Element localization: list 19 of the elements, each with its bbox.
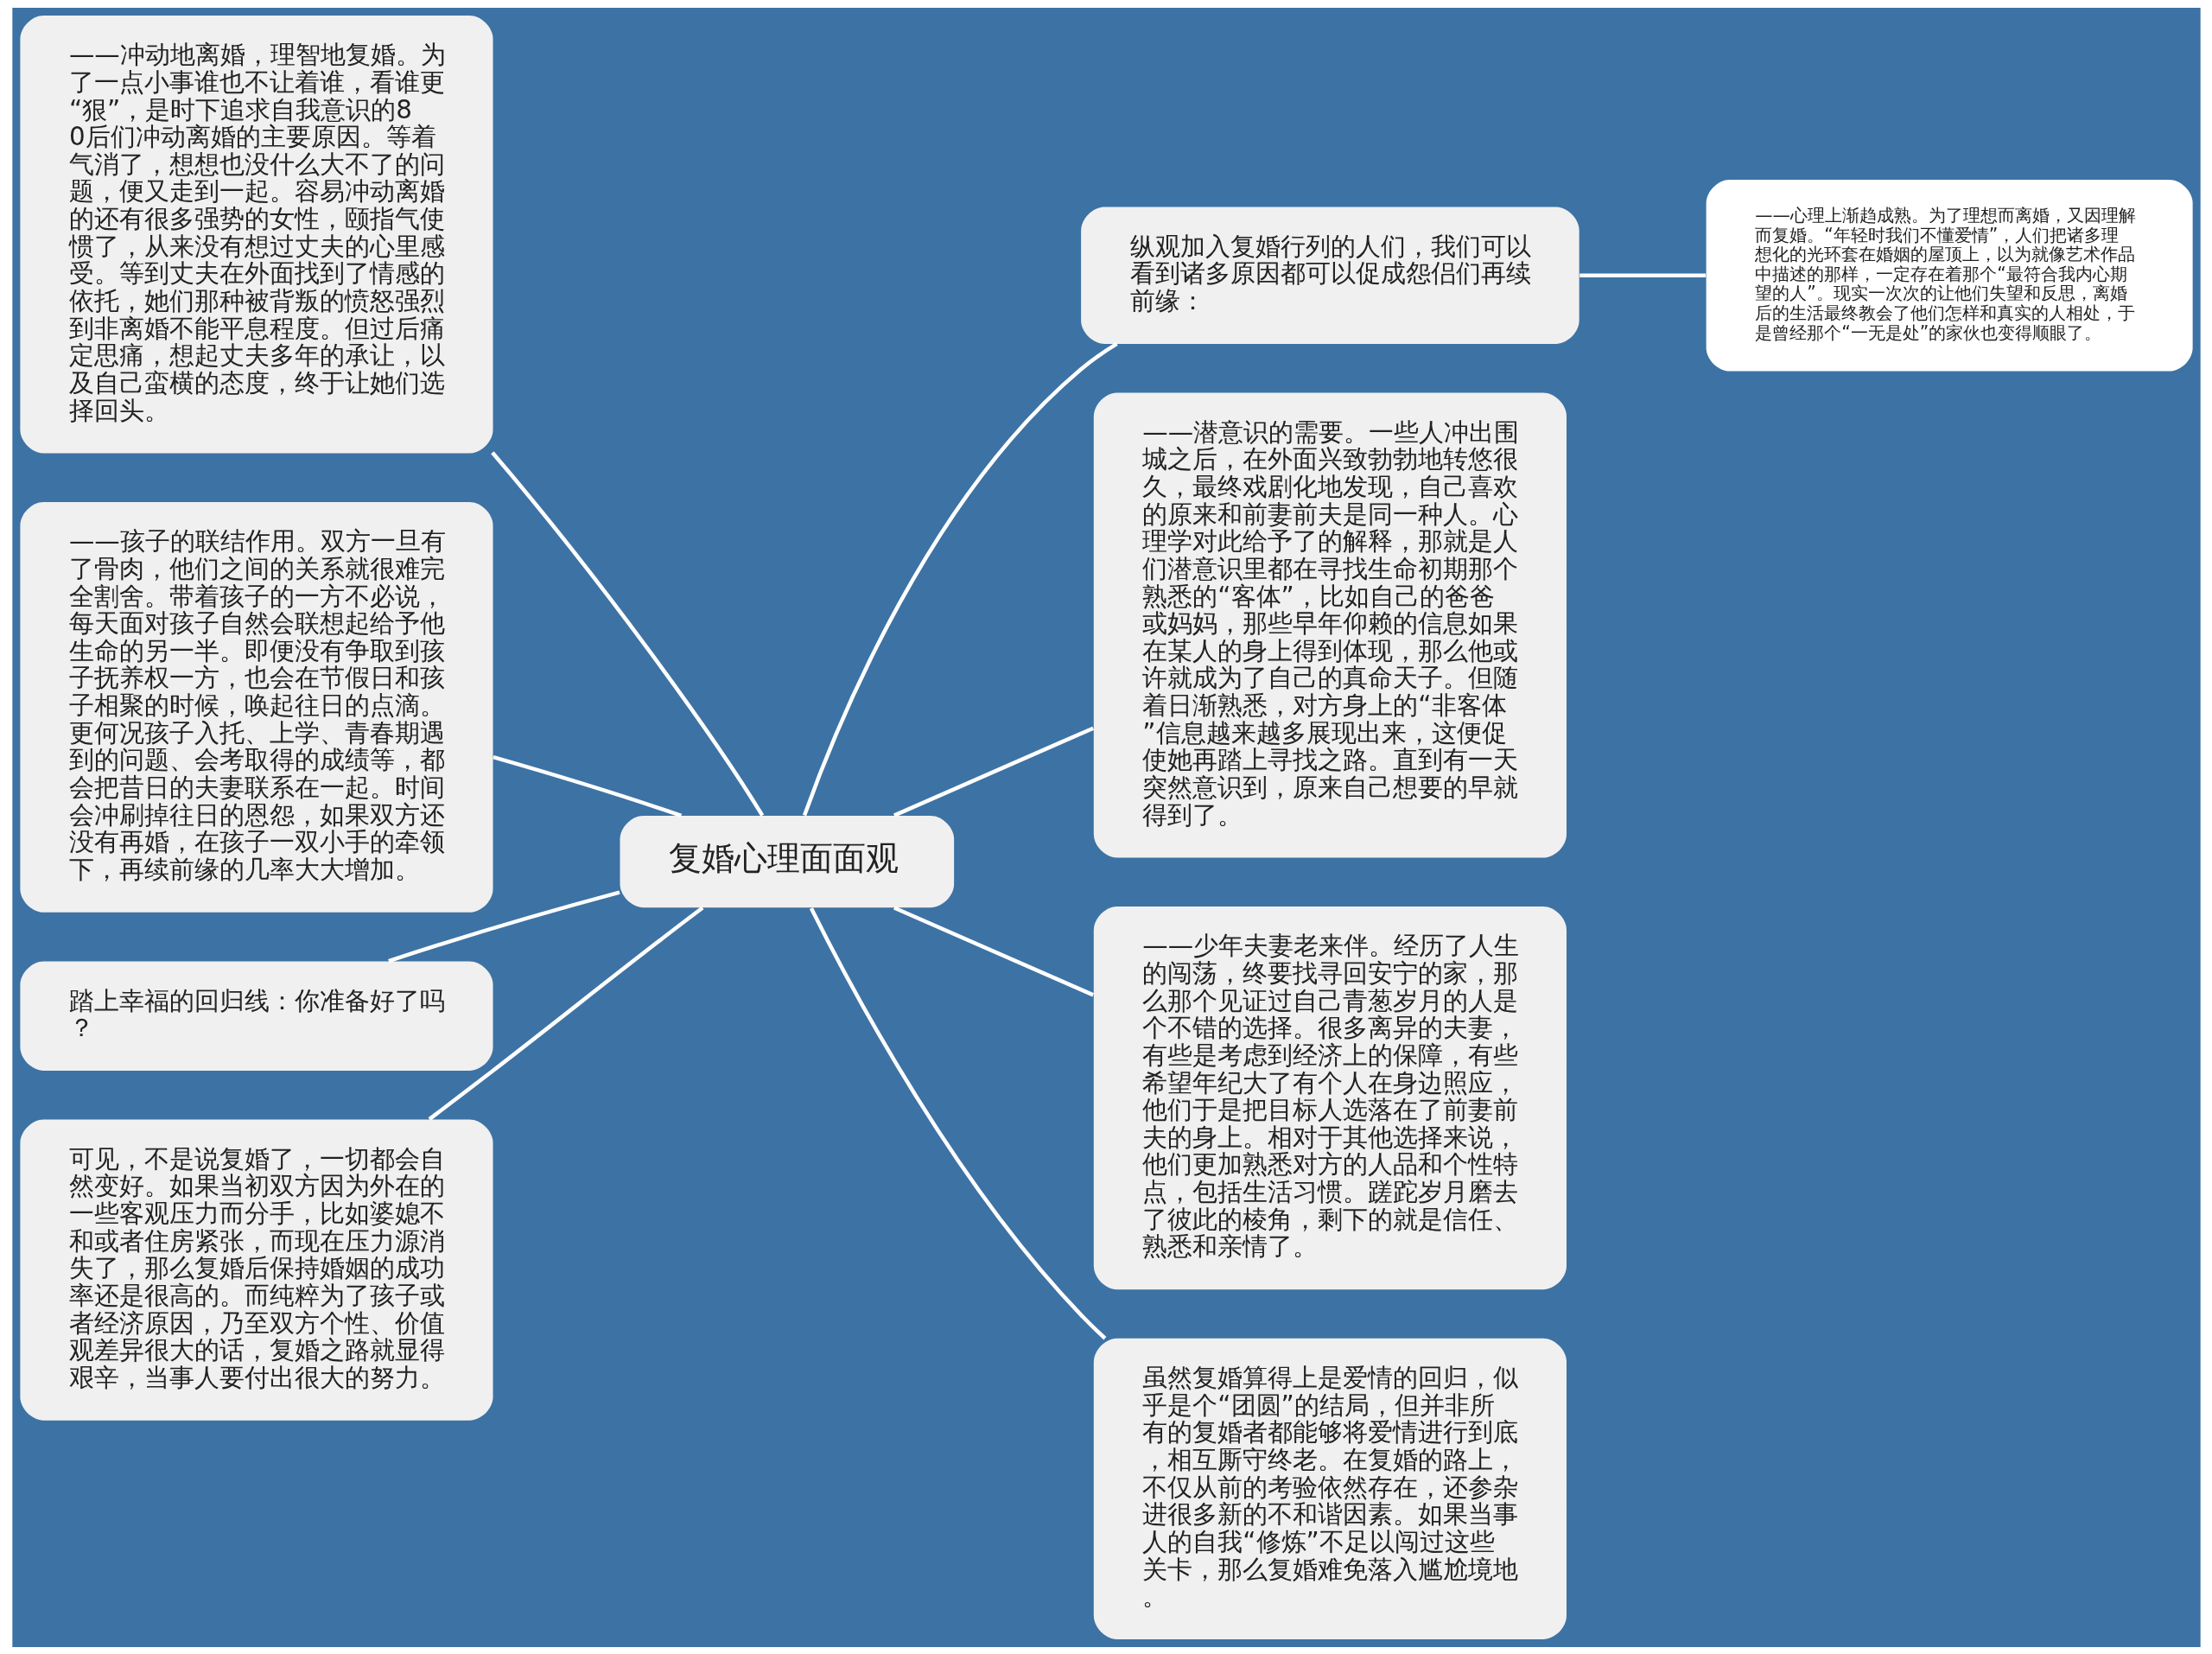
node-box: 复婚心理面面观: [620, 815, 954, 907]
node-box: ——潜意识的需要。一些人冲出围城之后，在外面兴致勃勃地转悠很久，最终戏剧化地发现，自己喜欢的原来和前妻前夫是同一种人。心理学对此给予了的解释，那就是人们潜意识里都在寻找生命初期那个熟悉的“客体”，比如自己的爸爸或妈妈，那些早年仰赖的信息如果在某人的身上得到体现，那么他或许就成为了自己的真命天子。但随着日渐熟悉，对方身上的“非客体”信息越来越多展现出来，这便促使她再踏上寻找之路。直到有一天突然意识到，原来自己想要的早就得到了。: [1093, 391, 1567, 858]
connector: [387, 889, 620, 963]
node-box: ——少年夫妻老来伴。经历了人生的闯荡，终要找寻回安宁的家，那么那个见证过自己青葱岁月的人是个不错的选择。很多离异的夫妻，有些是考虑到经济上的保障，有些希望年纪大了有个人在身边照应，他们于是把目标人选落在了前妻前夫的身上。相对于其他选择来说，他们更加熟悉对方的人品和个性特点，包括生活习惯。蹉跎岁月磨去了彼此的棱角，剩下的就是信任、熟悉和亲情了。: [1093, 906, 1567, 1289]
connector: [809, 907, 1106, 1339]
connector: [802, 341, 1118, 816]
connector: [1579, 273, 1706, 277]
node-box: 踏上幸福的回归线：你准备好了吗？: [19, 960, 493, 1071]
connector: [893, 726, 1094, 817]
connector: [492, 754, 682, 817]
node-box: 可见，不是说复婚了，一切都会自然变好。如果当初双方因为外在的一些客观压力而分手，比如婆媳不和或者住房紧张，而现在压力源消失了，那么复婚后保持婚姻的成功率还是很高的。而纯粹为了孩子或者经济原因，乃至双方个性、价值观差异很大的话，复婚之路就显得艰辛，当事人要付出很大的努力。: [19, 1119, 493, 1421]
node-box: ——冲动地离婚，理智地复婚。为了一点小事谁也不让着谁，看谁更“狠”，是时下追求自我意识的80后们冲动离婚的主要原因。等着气消了，想想也没什么大不了的问题，便又走到一起。容易冲动离婚的还有很多强势的女性，颐指气使惯了，从来没有想过丈夫的心里感受。等到丈夫在外面找到了情感的依托，她们那种被背叛的愤怒强烈到非离婚不能平息程度。但过后痛定思痛，想起丈夫多年的承让，以及自己蛮横的态度，终于让她们选择回头。: [19, 15, 493, 453]
node-box: ——心理上渐趋成熟。为了理想而离婚，又因理解而复婚。“年轻时我们不懂爱情”，人们把诸多理想化的光环套在婚姻的屋顶上，以为就像艺术作品中描述的那样，一定存在着那个“最符合我内心期望的人”。现实一次次的让他们失望和反思，离婚后的生活最终教会了他们怎样和真实的人相处，于是曾经那个“一无是处”的家伙也变得顺眼了。: [1706, 179, 2193, 372]
node-box: 虽然复婚算得上是爱情的回归，似乎是个“团圆”的结局，但并非所有的复婚者都能够将爱情进行到底，相互厮守终老。在复婚的路上，不仅从前的考验依然存在，还参杂进很多新的不和谐因素。如果当事人的自我“修炼”不足以闯过这些关卡，那么复婚难免落入尴尬境地。: [1093, 1338, 1567, 1639]
node-box: 纵观加入复婚行列的人们，我们可以看到诸多原因都可以促成怨侣们再续前缘：: [1080, 207, 1580, 344]
connector: [490, 450, 764, 817]
node-box: ——孩子的联结作用。双方一旦有了骨肉，他们之间的关系就很难完全割舍。带着孩子的一方不必说，每天面对孩子自然会联想起给予他生命的另一半。即便没有争取到孩子抚养权一方，也会在节假日和孩子相聚的时候，唤起往日的点滴。更何况孩子入托、上学、青春期遇到的问题、会考取得的成绩等，都会把昔日的夫妻联系在一起。时间会冲刷掉往日的恩怨，如果双方还没有再婚，在孩子一双小手的牵领下，再续前缘的几率大大增加。: [19, 501, 493, 913]
connector: [893, 905, 1094, 996]
connector: [428, 906, 704, 1121]
